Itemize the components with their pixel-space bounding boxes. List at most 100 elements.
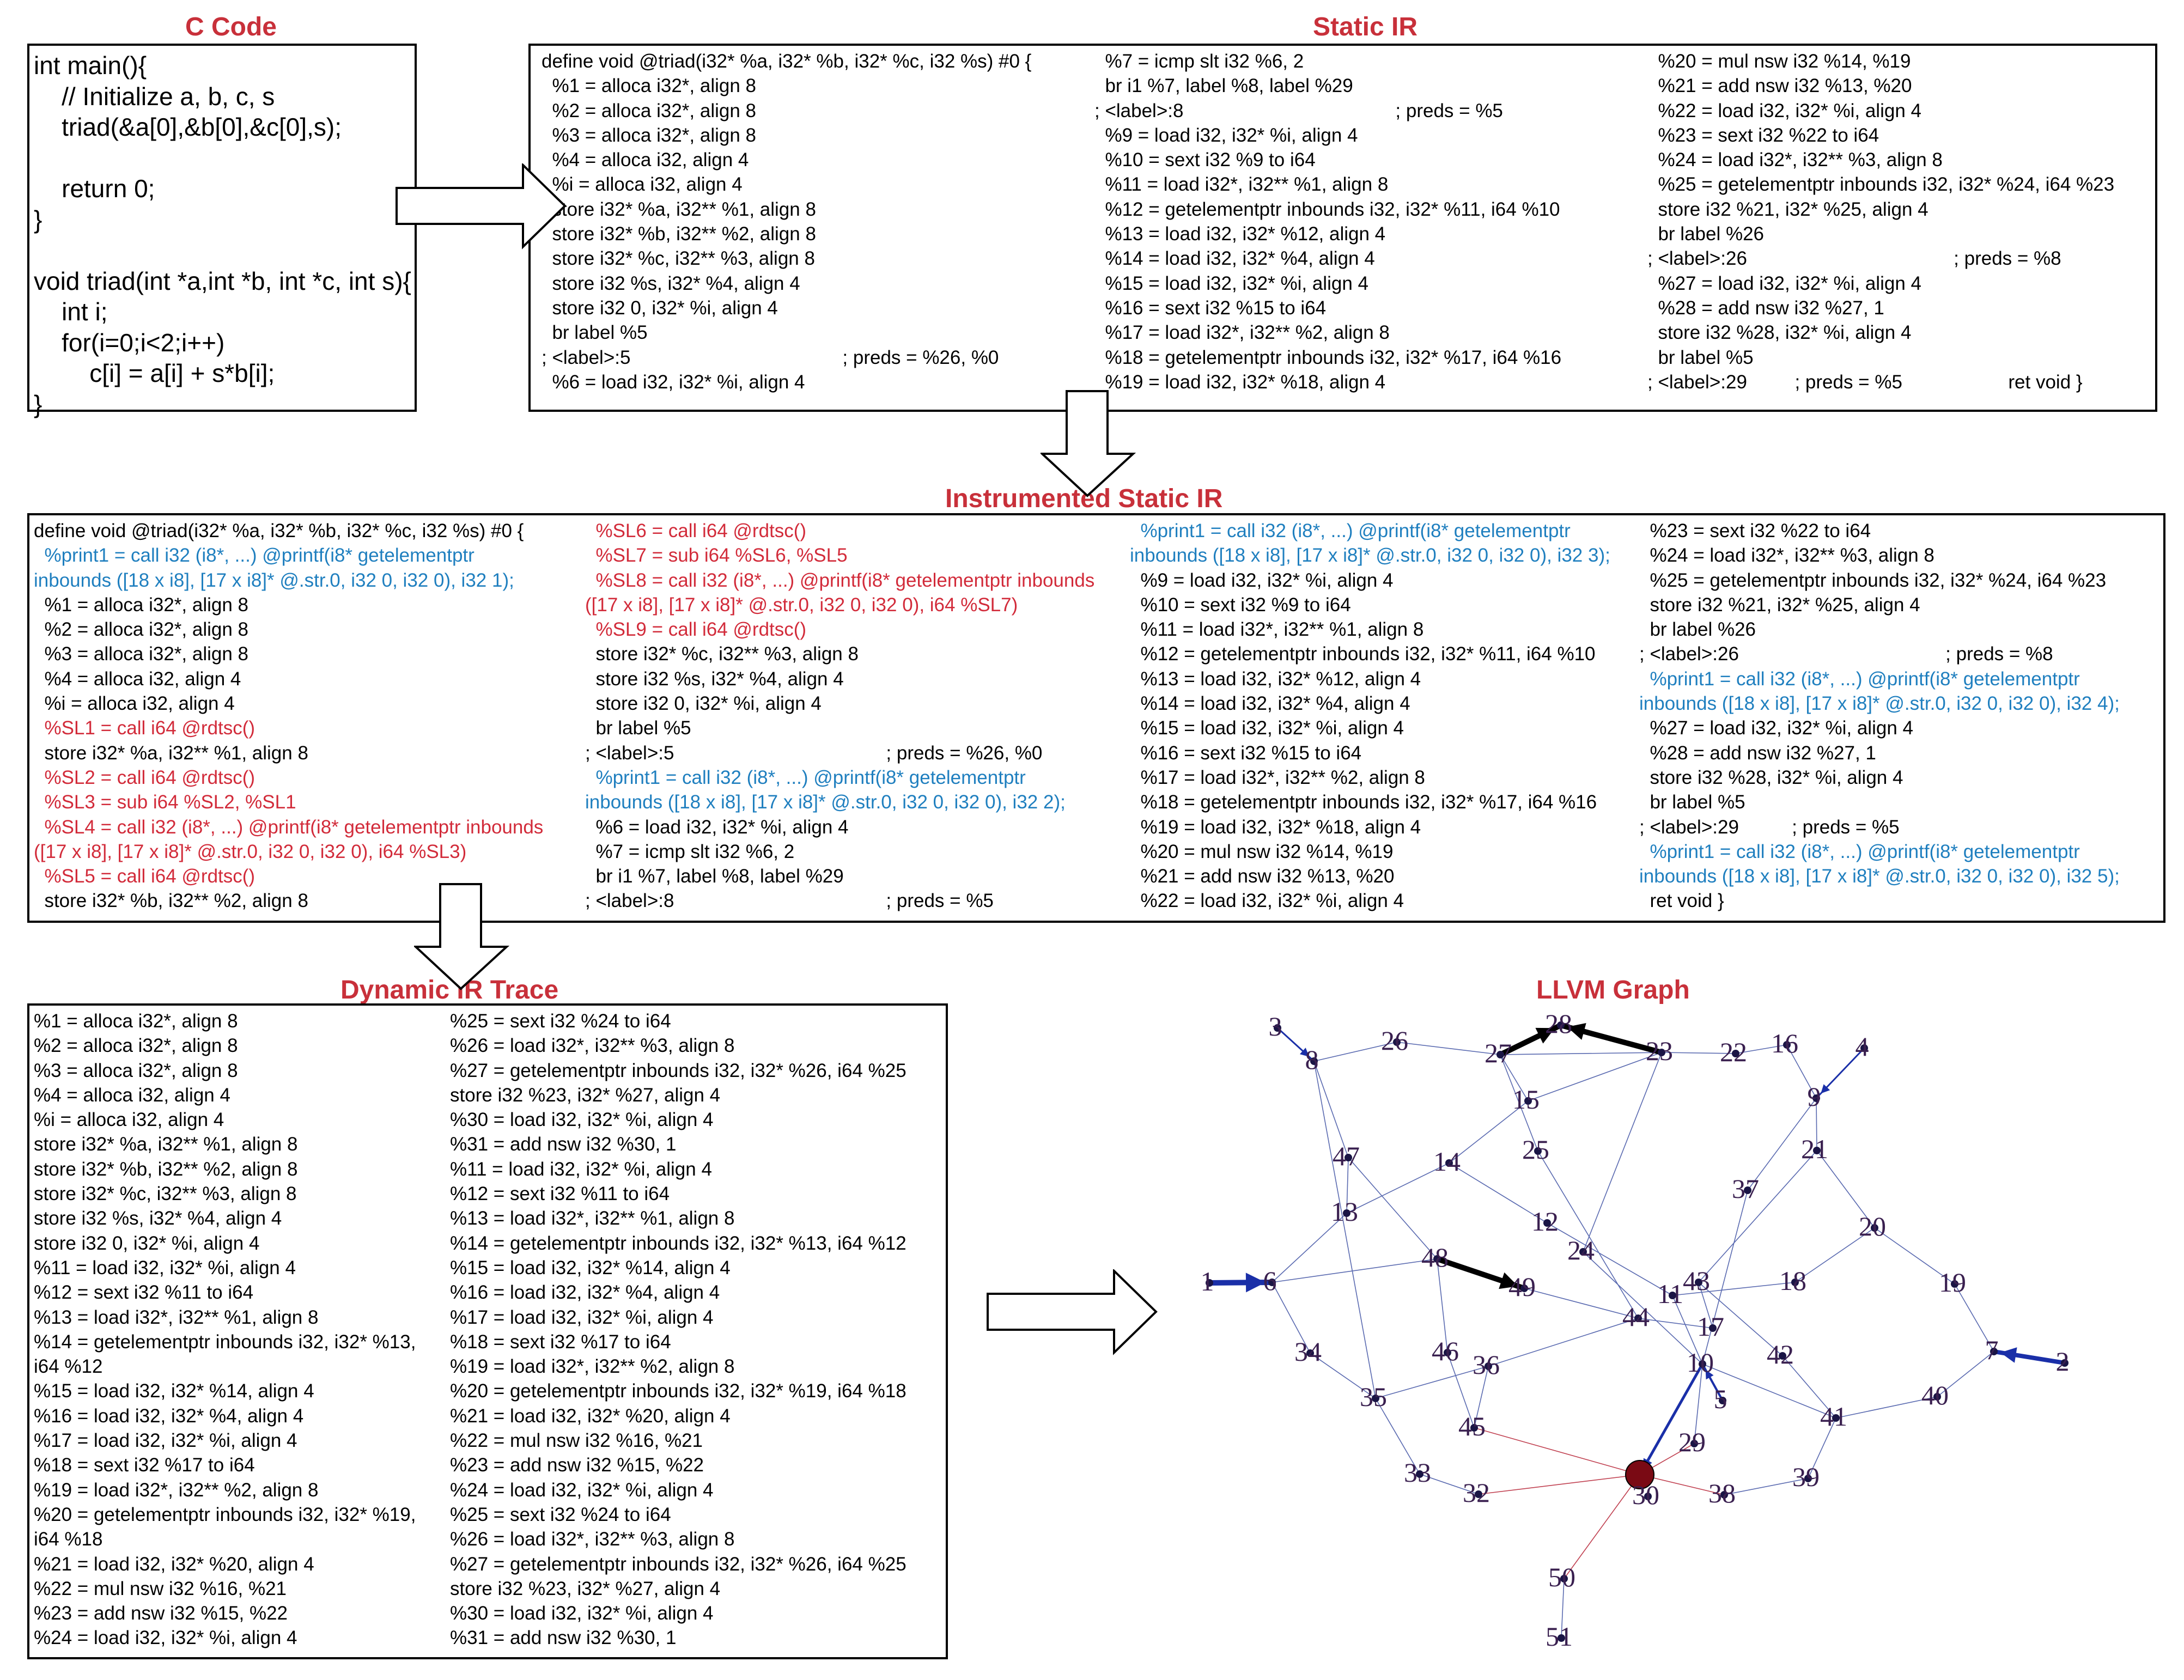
graph-node-label: 42 — [1767, 1339, 1794, 1369]
trace-line: %21 = load i32, i32* %20, align 4 — [34, 1553, 314, 1575]
inst-ir-line: %4 = alloca i32, align 4 — [34, 668, 241, 690]
static-ir-line: %20 = mul nsw i32 %14, %19 — [1647, 51, 1911, 72]
graph-node — [1475, 1490, 1482, 1498]
arrow-instrumented-to-trace — [414, 883, 510, 990]
graph-edge — [1694, 1364, 1703, 1444]
trace-line: store i32 %s, i32* %4, align 4 — [34, 1208, 282, 1229]
inst-ir-line: store i32 0, i32* %i, align 4 — [585, 693, 822, 715]
static-ir-line: store i32* %b, i32** %2, align 8 — [542, 223, 816, 245]
static-ir-line: %12 = getelementptr inbounds i32, i32* %… — [1094, 198, 1560, 220]
inst-ir-line: %10 = sext i32 %9 to i64 — [1130, 594, 1351, 616]
graph-arrowhead — [1245, 1273, 1266, 1293]
trace-line: store i32* %b, i32** %2, align 8 — [34, 1158, 298, 1180]
static-ir-line: %3 = alloca i32*, align 8 — [542, 124, 757, 146]
graph-edge — [1937, 1351, 1994, 1397]
graph-node — [1779, 1352, 1786, 1360]
graph-edge — [1313, 1061, 1349, 1158]
inst-ir-line: %23 = sext i32 %22 to i64 — [1639, 520, 1871, 541]
trace-line: %23 = add nsw i32 %15, %22 — [450, 1454, 704, 1476]
graph-node-label: 28 — [1545, 1008, 1572, 1039]
graph-node — [1669, 1292, 1676, 1299]
inst-ir-line: store i32* %c, i32** %3, align 8 — [585, 643, 859, 665]
graph-node — [1933, 1393, 1941, 1401]
trace-line: %16 = load i32, i32* %4, align 4 — [450, 1282, 720, 1304]
graph-node-label: 18 — [1779, 1265, 1806, 1296]
graph-node-label: 44 — [1622, 1301, 1650, 1332]
graph-node-label: 11 — [1657, 1279, 1683, 1309]
trace-line: %25 = sext i32 %24 to i64 — [450, 1011, 671, 1032]
graph-edge — [1272, 1258, 1438, 1283]
inst-ir-col3: %print1 = call i32 (i8*, ...) @printf(i8… — [1130, 519, 1610, 914]
graph-node-label: 36 — [1473, 1349, 1500, 1380]
static-ir-line: %6 = load i32, i32* %i, align 4 — [542, 371, 805, 393]
graph-node-label: 51 — [1546, 1621, 1573, 1652]
static-ir-line: store i32* %c, i32** %3, align 8 — [542, 248, 815, 270]
static-ir-line: %10 = sext i32 %9 to i64 — [1094, 149, 1316, 171]
trace-line: %19 = load i32*, i32** %2, align 8 — [450, 1356, 735, 1378]
static-ir-line: %28 = add nsw i32 %27, 1 — [1647, 297, 1884, 319]
graph-edge — [1564, 1474, 1640, 1579]
static-ir-line: br i1 %7, label %8, label %29 — [1094, 75, 1353, 97]
trace-line: store i32* %a, i32** %1, align 8 — [34, 1134, 298, 1155]
graph-edge — [1874, 1227, 1955, 1285]
graph-node-label: 50 — [1548, 1562, 1575, 1592]
inst-ir-line: %print1 = call i32 (i8*, ...) @printf(i8… — [34, 545, 474, 567]
static-ir-line: define void @triad(i32* %a, i32* %b, i32… — [542, 51, 1032, 72]
graph-node — [1560, 1575, 1568, 1582]
inst-ir-line: %2 = alloca i32*, align 8 — [34, 619, 249, 641]
graph-node-label: 46 — [1432, 1336, 1459, 1366]
inst-ir-line: %SL8 = call i32 (i8*, ...) @printf(i8* g… — [585, 569, 1095, 591]
graph-edge — [1816, 1098, 1817, 1151]
trace-line: i64 %18 — [34, 1529, 103, 1550]
graph-edge — [1547, 1222, 1673, 1296]
inst-ir-line: store i32* %b, i32** %2, align 8 — [34, 890, 308, 912]
graph-node-label: 30 — [1632, 1480, 1659, 1510]
inst-ir-line: %6 = load i32, i32* %i, align 4 — [585, 816, 849, 838]
graph-node-label: 39 — [1792, 1462, 1820, 1492]
inst-ir-line: store i32* %a, i32** %1, align 8 — [34, 742, 308, 764]
graph-edge — [1310, 1353, 1376, 1399]
graph-node-label: 5 — [1714, 1384, 1727, 1414]
graph-edge — [1672, 1282, 1796, 1296]
trace-line: %31 = add nsw i32 %30, 1 — [450, 1627, 677, 1649]
inst-ir-line: %22 = load i32, i32* %i, align 4 — [1130, 890, 1404, 912]
graph-node-label: 7 — [1985, 1335, 1999, 1365]
graph-edge — [1782, 1355, 1836, 1419]
graph-node-label: 29 — [1678, 1427, 1706, 1457]
graph-node — [1860, 1044, 1868, 1052]
c-code-line: void triad(int *a,int *b, int *c, int s)… — [34, 266, 411, 295]
static-ir-line: %4 = alloca i32, align 4 — [542, 149, 749, 171]
graph-node-label: 35 — [1360, 1381, 1387, 1412]
graph-node — [1343, 1209, 1350, 1217]
graph-edge — [1474, 1427, 1640, 1475]
graph-arrowhead — [1821, 1084, 1830, 1094]
c-code-line: int main(){ — [34, 51, 147, 80]
graph-node-label: 41 — [1820, 1401, 1847, 1432]
trace-line: %i = alloca i32, align 4 — [34, 1109, 224, 1131]
graph-node-label: 24 — [1567, 1235, 1595, 1265]
trace-line: store i32 %23, i32* %27, align 4 — [450, 1578, 721, 1599]
graph-node — [2061, 1359, 2069, 1367]
trace-line: %12 = sext i32 %11 to i64 — [450, 1183, 670, 1205]
graph-edge — [1583, 1052, 1662, 1252]
trace-line: %27 = getelementptr inbounds i32, i32* %… — [450, 1553, 907, 1575]
trace-line: %19 = load i32*, i32** %2, align 8 — [34, 1479, 319, 1501]
static-ir-line: %22 = load i32, i32* %i, align 4 — [1647, 100, 1921, 121]
inst-ir-line: %i = alloca i32, align 4 — [34, 693, 235, 715]
graph-edge — [1794, 1227, 1875, 1283]
inst-ir-line: ; <label>:5 ; preds = %26, %0 — [585, 742, 1043, 764]
trace-line: %25 = sext i32 %24 to i64 — [450, 1504, 671, 1525]
graph-edge — [1375, 1398, 1420, 1475]
graph-edge — [1346, 1162, 1450, 1214]
trace-line: %4 = alloca i32, align 4 — [34, 1084, 230, 1106]
instrumented-ir-panel: define void @triad(i32* %a, i32* %b, i32… — [27, 513, 2165, 923]
inst-ir-line: %24 = load i32*, i32** %3, align 8 — [1639, 545, 1934, 567]
trace-line: %11 = load i32, i32* %i, align 4 — [450, 1158, 712, 1180]
static-ir-line: store i32 %s, i32* %4, align 4 — [542, 272, 800, 294]
graph-edge — [1735, 1044, 1787, 1054]
c-code-line: c[i] = a[i] + s*b[i]; — [34, 359, 275, 387]
graph-node-label: 17 — [1697, 1311, 1724, 1342]
graph-node — [1433, 1255, 1441, 1263]
inst-ir-line: define void @triad(i32* %a, i32* %b, i32… — [34, 520, 524, 541]
